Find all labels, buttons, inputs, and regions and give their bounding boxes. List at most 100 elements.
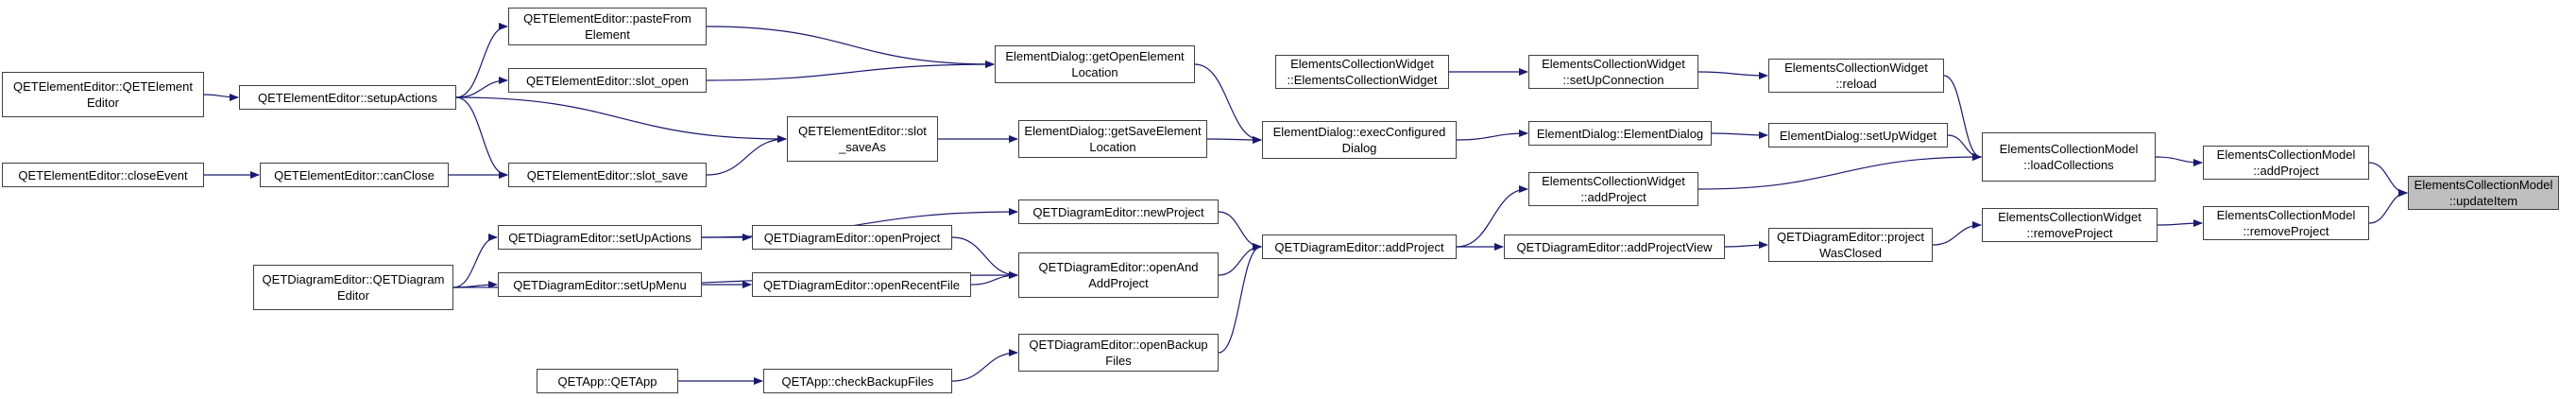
node-qetelementeditor-canclose[interactable]: QETElementEditor::canClose (260, 163, 449, 187)
node-label-line: QETDiagramEditor::newProject (1032, 204, 1204, 219)
node-label-line: QETDiagramEditor::addProject (1274, 239, 1444, 254)
node-qetdiagrameditor-addproject[interactable]: QETDiagramEditor::addProject (1262, 234, 1457, 259)
node-label-line: ::ElementsCollectionWidget (1287, 73, 1438, 87)
node-label-line: ElementDialog::getOpenElement (1005, 49, 1185, 63)
node-label-line: QETDiagramEditor::project (1776, 230, 1925, 244)
node-label-line: ::setUpConnection (1562, 73, 1664, 87)
node-qetdiagrameditor-newproject[interactable]: QETDiagramEditor::newProject (1018, 200, 1219, 224)
node-qetelementeditor-slot-save[interactable]: QETElementEditor::slot_save (508, 163, 707, 187)
node-label-line: ElementsCollectionWidget (1784, 61, 1928, 75)
node-label-line: QETElementEditor::slot (798, 124, 927, 138)
node-label-line: QETDiagramEditor::openAnd (1038, 260, 1199, 274)
edge-n_slot_open-to-n_getopen (706, 61, 995, 81)
edge-n_openbackup-to-n_addproject_editor (1218, 243, 1262, 354)
node-label-line: ElementsCollectionWidget (1998, 210, 2141, 224)
edge-n_newproject-to-n_addproject_editor (1218, 211, 1262, 251)
edge-n_addprojectview-to-n_projectwasclosed (1724, 241, 1768, 250)
edge-n_elementdialog_ctor-to-n_setupwidget (1711, 130, 1768, 139)
node-label-line: ElementsCollectionModel (2216, 147, 2356, 162)
node-label-line: ::removeProject (2026, 226, 2113, 240)
edge-n_openrecentfile-to-n_openandadd (970, 271, 1018, 286)
node-elementscollectionwidget-removeproject[interactable]: ElementsCollectionWidget::removeProject (1982, 208, 2158, 242)
node-label-line: Files (1105, 354, 1132, 368)
edge-n_diag_ctor-to-n_setupactions_diag (452, 234, 498, 288)
node-elementscollectionwidget-constructor[interactable]: ElementsCollectionWidget::ElementsCollec… (1275, 55, 1449, 89)
node-qetapp-checkbackupfiles[interactable]: QETApp::checkBackupFiles (763, 369, 952, 393)
node-qetapp-qetapp[interactable]: QETApp::QETApp (537, 369, 678, 393)
node-elementdialog-setupwidget[interactable]: ElementDialog::setUpWidget (1768, 123, 1948, 147)
edge-n_pastefrom-to-n_getopen (706, 26, 995, 68)
node-elementscollectionmodel-loadcollections[interactable]: ElementsCollectionModel::loadCollections (1982, 132, 2156, 182)
node-label-line: QETElementEditor::pasteFrom (523, 11, 691, 26)
node-elementscollectionwidget-setupconnection[interactable]: ElementsCollectionWidget::setUpConnectio… (1528, 55, 1698, 89)
node-elementscollectionmodel-removeproject[interactable]: ElementsCollectionModel::removeProject (2203, 206, 2369, 240)
node-label-line: Location (1089, 140, 1136, 154)
edge-n_removeproject_model-to-n_updateitem (2368, 189, 2408, 224)
node-label-line: ElementsCollectionModel (1999, 142, 2139, 156)
node-label-line: QETDiagramEditor::setUpActions (508, 230, 691, 245)
node-qetelementeditor-slot-open[interactable]: QETElementEditor::slot_open (508, 68, 707, 93)
edge-n_getopen-to-n_execconfigured (1194, 63, 1262, 144)
edge-n_removeproject_widget-to-n_removeproject_model (2157, 219, 2203, 228)
node-elementdialog-elementdialog[interactable]: ElementDialog::ElementDialog (1528, 121, 1712, 146)
node-label-line: QETElementEditor::slot_save (526, 167, 689, 182)
node-label-line: ElementDialog::getSaveElement (1024, 124, 1202, 138)
node-label-line: AddProject (1088, 276, 1149, 290)
node-qetelementeditor-closeevent[interactable]: QETElementEditor::closeEvent (2, 163, 204, 187)
node-label-line: ElementDialog::ElementDialog (1536, 126, 1704, 141)
node-qetdiagrameditor-openrecentfile[interactable]: QETDiagramEditor::openRecentFile (752, 272, 971, 297)
node-label-line: QETDiagramEditor::QETDiagram (262, 272, 445, 286)
node-label-line: QETApp::checkBackupFiles (781, 373, 934, 389)
node-label-line: ElementsCollectionWidget (1290, 57, 1434, 71)
edge-n_setupactions_elem-to-n_pastefrom (455, 23, 508, 98)
edge-n_checkbackup-to-n_openbackup (951, 349, 1018, 382)
node-elementscollectionwidget-addproject[interactable]: ElementsCollectionWidget::addProject (1528, 172, 1698, 206)
node-label-line: QETApp::QETApp (557, 373, 657, 389)
edge-n_elem_ctor-to-n_setupactions_elem (203, 93, 239, 101)
node-label-line: QETDiagramEditor::openProject (763, 230, 941, 245)
node-label-line: ::addProject (1580, 190, 1646, 204)
node-label-line: QETDiagramEditor::openBackup (1029, 338, 1208, 352)
node-label-line: ::removeProject (2243, 224, 2329, 238)
node-elementscollectionmodel-addproject[interactable]: ElementsCollectionModel::addProject (2203, 146, 2369, 180)
node-label-line: QETElementEditor::closeEvent (18, 167, 188, 182)
node-label-line: QETDiagramEditor::addProjectView (1516, 239, 1713, 254)
node-qetdiagrameditor-setupmenu[interactable]: QETDiagramEditor::setUpMenu (498, 272, 702, 297)
node-qetdiagrameditor-addprojectview[interactable]: QETDiagramEditor::addProjectView (1504, 234, 1725, 259)
node-label-line: ::updateItem (2448, 194, 2518, 208)
edge-n_projectwasclosed-to-n_removeproject_widget (1932, 221, 1982, 246)
node-label-line: ::addProject (2253, 164, 2319, 178)
node-qetelementeditor-setupactions[interactable]: QETElementEditor::setupActions (239, 85, 456, 110)
node-label-line: ::reload (1835, 77, 1877, 91)
node-label-line: ElementsCollectionModel (2414, 178, 2553, 192)
edge-n_setupactions_elem-to-n_slot_save (455, 96, 508, 179)
edge-n_setupwidget-to-n_loadcollections (1947, 134, 1982, 161)
edge-n_getsave-to-n_execconfigured (1206, 135, 1262, 144)
node-label-line: Location (1071, 65, 1118, 79)
node-label-line: QETDiagramEditor::openRecentFile (762, 277, 961, 292)
edge-n_setupconnection-to-n_reload (1697, 71, 1768, 79)
edge-n_openproject-to-n_openandadd (951, 236, 1018, 279)
node-label-line: Dialog (1341, 141, 1377, 155)
node-label-line: ElementsCollectionModel (2216, 208, 2356, 222)
node-label-line: QETElementEditor::slot_open (526, 73, 689, 88)
node-elementscollectionwidget-reload[interactable]: ElementsCollectionWidget::reload (1768, 59, 1944, 93)
node-label-line: ElementsCollectionWidget (1542, 174, 1685, 188)
node-label-line: ElementsCollectionWidget (1542, 57, 1685, 71)
node-qetdiagrameditor-setupactions[interactable]: QETDiagramEditor::setUpActions (498, 225, 702, 250)
node-label-line: Editor (87, 95, 119, 110)
edge-n_execconfigured-to-n_elementdialog_ctor (1456, 130, 1528, 141)
node-label-line: Element (585, 27, 630, 42)
node-qetelementeditor-slot-saveas[interactable]: QETElementEditor::slot_saveAs (787, 116, 938, 162)
node-qetdiagrameditor-openproject[interactable]: QETDiagramEditor::openProject (752, 225, 952, 250)
